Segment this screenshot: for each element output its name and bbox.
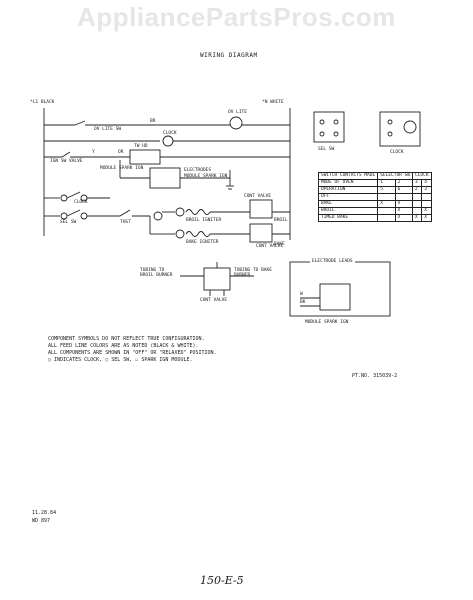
sel-sw-left-label: SEL SW <box>60 220 77 225</box>
cont-valve-broil-label: CONT VALVE <box>244 194 272 199</box>
ign-sw-valve-label: IGN SW VALVE <box>50 159 83 164</box>
note-line-2: ALL FEED LINE COLORS ARE AS NOTED (BLACK… <box>48 343 199 349</box>
broil-valve-label: BROIL <box>274 218 288 223</box>
table-row: BAKE X X <box>317 200 432 208</box>
oven-lite-icon <box>229 116 243 130</box>
bake-cont-valve-icon <box>249 223 273 243</box>
thst-label: THST <box>120 220 131 225</box>
cont-valve-icon <box>203 267 231 291</box>
tubing-to-broil-burner-label: TUBING TO BROIL BURNER <box>140 268 173 278</box>
tw-hd-label: TW HD <box>134 144 148 149</box>
table-cell: OPERATION <box>317 186 379 194</box>
table-cell: X <box>377 200 396 208</box>
table-row: BROIL X X <box>317 207 432 215</box>
table-cell <box>421 193 432 201</box>
table-header-cell: SELECTOR SW <box>377 172 413 180</box>
table-header-cell: CLOCK <box>412 172 432 180</box>
clock-mid-label: CLOCK <box>74 200 88 205</box>
table-cell: BAKE <box>317 200 379 208</box>
ov-lite-label: OV LITE <box>228 110 247 115</box>
table-row: OFF <box>317 193 432 201</box>
table-row: TIMED BAKE X X X <box>317 214 432 222</box>
electrode-leads-label: ELECTRODE LEADS <box>310 259 355 264</box>
broil-igniter-label: BROIL IGNITER <box>186 218 222 223</box>
cont-valve-bake-label: CONT VALVE <box>256 244 284 249</box>
table-header-cell: SWITCH CONTACTS MADE <box>317 172 379 180</box>
table-cell: TIMED BAKE <box>317 214 379 222</box>
table-cell: 1 <box>377 179 396 187</box>
table-cell <box>377 214 396 222</box>
bake-valve-label: BAKE <box>274 242 285 247</box>
table-row: OPERATION 5 6 2 3 <box>317 186 432 194</box>
ov-lite-sw-label: OV LITE SW <box>94 127 122 132</box>
table-cell <box>394 193 414 201</box>
diagram-title: WIRING DIAGRAM <box>200 52 258 59</box>
table-cell: 2 <box>411 186 423 194</box>
table-cell: BROIL <box>317 207 379 215</box>
clock-motor-icon <box>162 135 174 147</box>
sel-sw-component-icon <box>313 111 345 143</box>
wire-bk-label: BK <box>300 300 306 305</box>
note-line-3: ALL COMPONENTS ARE SHOWN IN "OFF" OR "RE… <box>48 350 217 356</box>
table-cell: X <box>394 214 414 222</box>
date-stamp: 11.28.84 <box>32 510 57 516</box>
sel-sw-label: SEL SW <box>318 147 335 152</box>
cont-valve-small-label: CONT VALVE <box>200 298 228 303</box>
table-cell: MODE OF OVEN <box>317 179 379 187</box>
table-cell: OFF <box>317 193 379 201</box>
table-cell: 5 <box>377 186 396 194</box>
part-number: PT.NO. 315039-2 <box>352 373 398 379</box>
table-cell: 4 <box>421 179 432 187</box>
wd-number: WD 897 <box>32 518 51 524</box>
table-cell: 6 <box>394 186 414 194</box>
table-cell: X <box>411 214 423 222</box>
bake-igniter-label: BAKE IGNITER <box>186 240 219 245</box>
table-cell <box>411 193 423 201</box>
table-row: MODE OF OVEN 1 2 3 4 <box>317 179 432 187</box>
table-cell: 3 <box>411 179 423 187</box>
y-label: Y <box>92 150 95 155</box>
clock-left-label: CLOCK <box>163 131 177 136</box>
tw-hd-icon <box>129 149 161 165</box>
electrodes-label: ELECTRODES <box>184 168 212 173</box>
broil-cont-valve-icon <box>249 199 273 219</box>
watermark: AppliancePartsPros.com <box>77 2 396 32</box>
spark-module-left-icon <box>149 167 181 189</box>
table-cell <box>377 207 396 215</box>
table-cell: X <box>394 200 414 208</box>
note-line-4: ◯ INDICATES CLOCK, ◯ SEL SW, ☐ SPARK IGN… <box>48 357 193 363</box>
electrode-leads-frame <box>289 261 391 317</box>
table-cell <box>377 193 396 201</box>
switch-contacts-table: SWITCH CONTACTS MADE SELECTOR SW CLOCK M… <box>317 172 432 222</box>
table-cell <box>411 207 423 215</box>
module-spark-ign-icon <box>319 283 351 311</box>
wire-w-label: W <box>300 292 303 297</box>
clock-component-icon <box>379 111 421 147</box>
table-cell: 2 <box>394 179 414 187</box>
table-header-row: SWITCH CONTACTS MADE SELECTOR SW CLOCK <box>317 172 432 180</box>
table-cell: X <box>421 214 432 222</box>
table-cell <box>421 200 432 208</box>
handwritten-note: 150-E-5 <box>200 574 244 587</box>
table-cell: X <box>394 207 414 215</box>
module-spark-ign-mid-label: MODULE SPARK IGN <box>184 174 228 179</box>
table-cell <box>411 200 423 208</box>
or-label: OR <box>118 150 124 155</box>
tubing-to-bake-burner-label: TUBING TO BAKE BURNER <box>234 268 272 278</box>
table-cell: X <box>421 207 432 215</box>
table-cell: 3 <box>421 186 432 194</box>
br-label: BR <box>150 119 156 124</box>
clock-label: CLOCK <box>390 150 404 155</box>
note-line-1: COMPONENT SYMBOLS DO NOT REFLECT TRUE CO… <box>48 336 205 342</box>
module-spark-ign-label: MODULE SPARK IGN <box>305 320 349 325</box>
n-label: *N WHITE <box>262 100 284 105</box>
l1-label: *L1 BLACK <box>30 100 55 105</box>
module-spark-ign-left-label: MODULE SPARK IGN <box>100 166 144 171</box>
